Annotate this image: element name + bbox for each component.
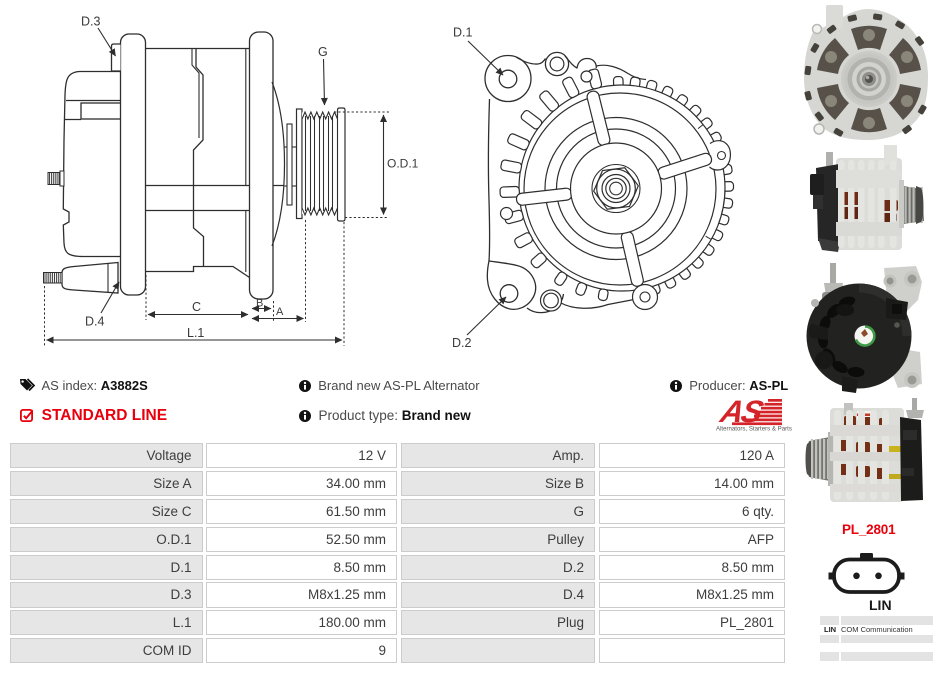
svg-text:D.1: D.1 [453,26,473,40]
svg-text:G: G [318,45,328,59]
svg-text:Alternators, Starters & Parts: Alternators, Starters & Parts [716,426,792,433]
svg-text:O.D.1: O.D.1 [387,157,419,171]
svg-text:D.3: D.3 [81,15,101,29]
svg-text:L.1: L.1 [187,326,204,340]
svg-text:C: C [192,300,201,314]
svg-text:A: A [276,306,284,318]
svg-text:D.4: D.4 [85,315,105,329]
svg-text:B: B [256,298,263,310]
svg-text:D.2: D.2 [452,336,472,350]
